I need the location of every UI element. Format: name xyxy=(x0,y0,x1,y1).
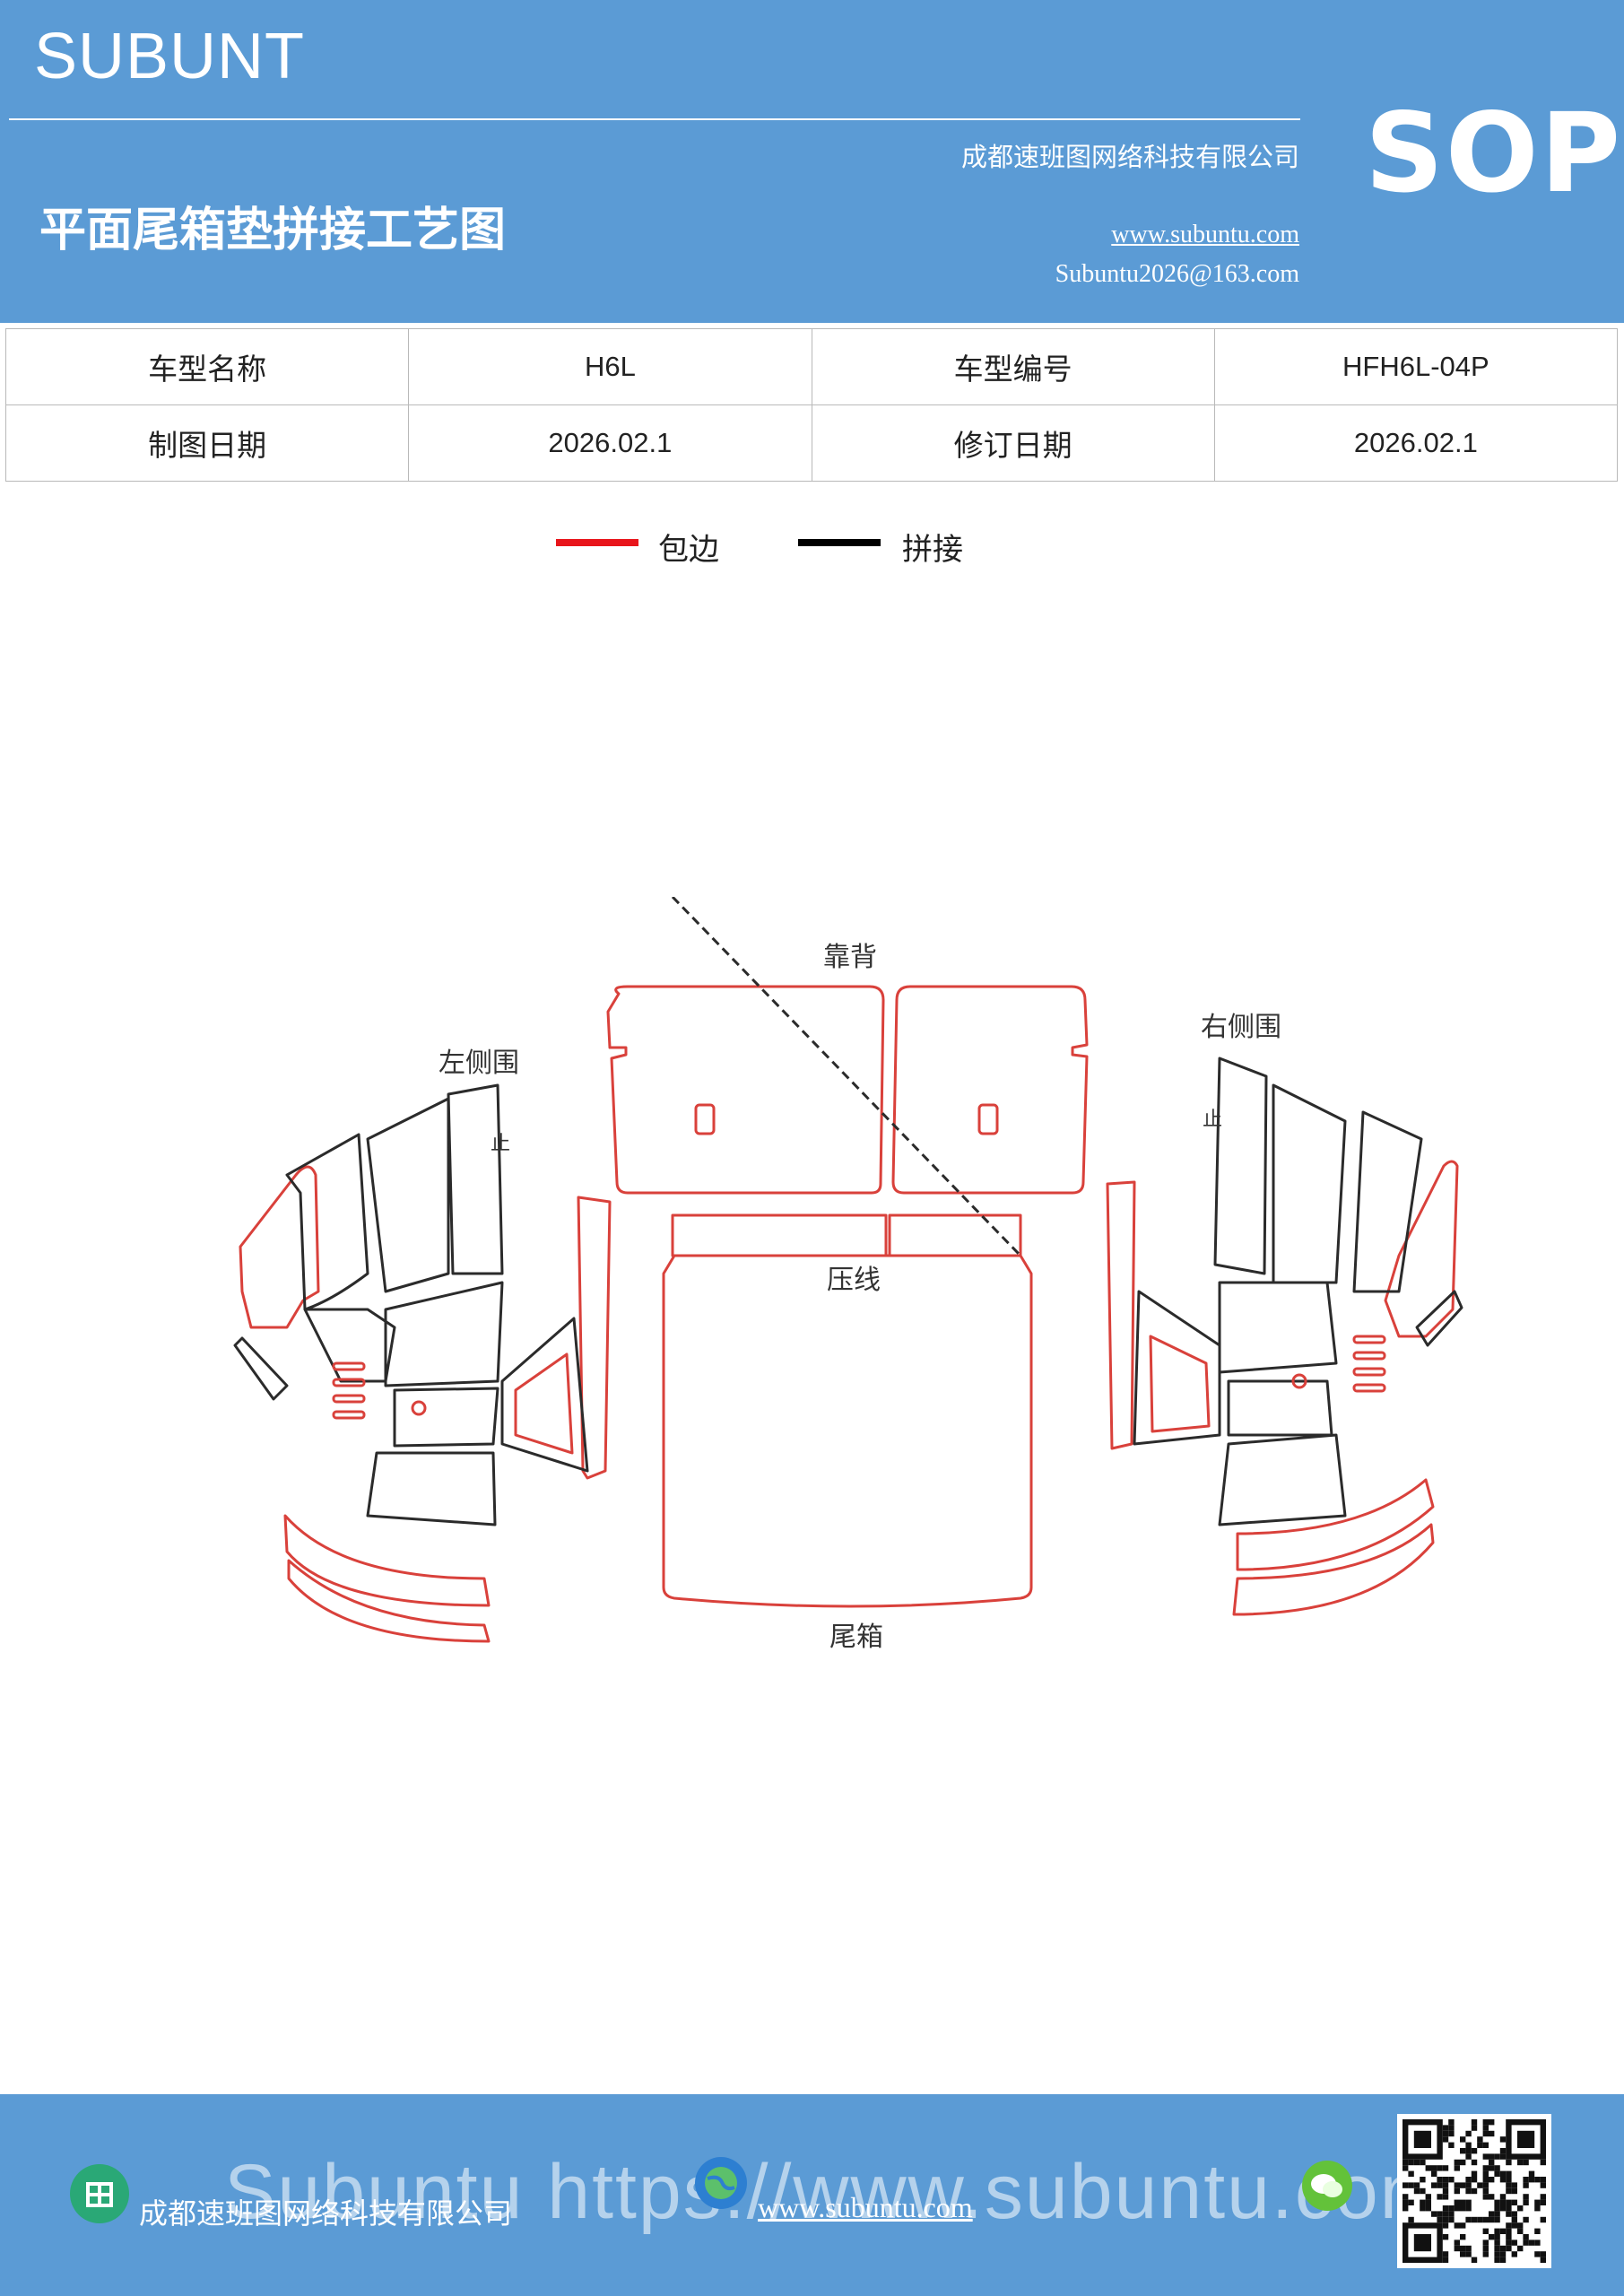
press-line-dashed xyxy=(671,897,1022,1257)
edge-binding-swatch xyxy=(556,539,638,546)
revise-date-value: 2026.02.1 xyxy=(1213,404,1619,482)
left-side-vent-1 xyxy=(332,1361,366,1371)
left-side-bottom-arc-2 xyxy=(287,1559,491,1643)
left-side-panel-b xyxy=(447,1083,504,1275)
right-side-vent-4 xyxy=(1352,1383,1386,1393)
trunk-mat-diagram: 靠背 左侧围 右侧围 压线 尾箱 止 止 xyxy=(233,897,1463,1653)
legend: 包边 拼接 xyxy=(0,525,1624,570)
footer-website-link[interactable]: www.subuntu.com xyxy=(758,2191,973,2223)
label-trunk: 尾箱 xyxy=(829,1622,883,1653)
left-side-panel-c xyxy=(384,1281,504,1387)
right-side-bottom-arc-2 xyxy=(1232,1523,1435,1616)
right-side-vent-2 xyxy=(1352,1351,1386,1361)
right-side-panel-e xyxy=(1218,1433,1347,1526)
edge-binding-label: 包边 xyxy=(658,532,719,568)
draw-date-value: 2026.02.1 xyxy=(408,404,812,482)
right-side-strip-outer xyxy=(1384,1160,1459,1338)
backrest-left-slot xyxy=(694,1103,716,1135)
model-name-value: H6L xyxy=(408,328,812,405)
right-side-vent-3 xyxy=(1352,1367,1386,1377)
label-left-side: 左侧围 xyxy=(439,1048,519,1079)
left-side-bottom-arc-1 xyxy=(283,1514,491,1607)
right-side-vent-1 xyxy=(1352,1335,1386,1344)
left-side-panel-a xyxy=(366,1097,450,1293)
brand-logo-text: SUBUNT xyxy=(34,21,306,92)
model-code-label: 车型编号 xyxy=(811,328,1215,405)
left-side-vent-3 xyxy=(332,1394,366,1404)
left-side-triangle-inner xyxy=(514,1352,574,1455)
left-side-strip-outer xyxy=(239,1165,320,1329)
contact-email[interactable]: Subuntu2026@163.com xyxy=(1055,260,1299,288)
company-name: 成都速班图网络科技有限公司 xyxy=(960,142,1299,172)
trunk-floor-panel xyxy=(662,1254,1033,1608)
right-side-panel-b xyxy=(1213,1057,1268,1275)
draw-date-label: 制图日期 xyxy=(4,404,410,482)
right-side-long-strip xyxy=(1106,1180,1136,1450)
wechat-icon[interactable] xyxy=(1302,2161,1352,2211)
label-backrest: 靠背 xyxy=(823,942,877,973)
left-side-upper-block xyxy=(285,1133,369,1311)
seam-label: 拼接 xyxy=(902,532,963,568)
backrest-right-panel xyxy=(891,985,1089,1195)
sop-badge: SOP xyxy=(1365,90,1622,217)
left-side-lower-arc xyxy=(303,1308,396,1383)
right-side-triangle-inner xyxy=(1149,1335,1211,1433)
footer-watermark: Subuntu https://www.subuntu.com xyxy=(224,2149,1446,2235)
right-side-panel-d xyxy=(1227,1379,1333,1437)
right-side-hole xyxy=(1291,1373,1307,1389)
header-divider xyxy=(9,118,1300,120)
table-row: 车型名称 H6L 车型编号 HFH6L-04P xyxy=(4,328,1619,405)
model-code-value: HFH6L-04P xyxy=(1213,328,1619,405)
left-side-hole xyxy=(411,1400,427,1416)
header-banner: SUBUNT SOP 平面尾箱垫拼接工艺图 成都速班图网络科技有限公司 www.… xyxy=(0,0,1624,323)
vehicle-info-table: 车型名称 H6L 车型编号 HFH6L-04P 制图日期 2026.02.1 修… xyxy=(4,328,1619,482)
backrest-left-panel xyxy=(606,985,885,1195)
left-side-triangle-frame xyxy=(500,1317,589,1473)
left-side-vent-4 xyxy=(332,1410,366,1420)
label-right-side: 右侧围 xyxy=(1201,1012,1281,1043)
left-side-panel-d xyxy=(393,1387,499,1448)
qr-code[interactable] xyxy=(1397,2114,1551,2268)
globe-icon xyxy=(695,2157,747,2209)
label-press-line: 压线 xyxy=(827,1265,881,1296)
label-stop-left: 止 xyxy=(491,1133,510,1155)
label-stop-right: 止 xyxy=(1203,1109,1222,1131)
website-link[interactable]: www.subuntu.com xyxy=(1111,221,1299,248)
model-name-label: 车型名称 xyxy=(4,328,410,405)
footer-banner: Subuntu https://www.subuntu.com 成都速班图网络科… xyxy=(0,2094,1624,2296)
table-row: 制图日期 2026.02.1 修订日期 2026.02.1 xyxy=(4,404,1619,482)
building-icon xyxy=(70,2164,129,2223)
right-side-upper-block xyxy=(1352,1110,1423,1293)
left-side-tiny-left xyxy=(233,1336,289,1401)
revise-date-label: 修订日期 xyxy=(811,404,1215,482)
backrest-right-slot xyxy=(977,1103,999,1135)
press-strip-right xyxy=(888,1213,1022,1257)
right-side-panel-c xyxy=(1218,1281,1338,1374)
right-side-panel-a xyxy=(1272,1083,1347,1284)
right-side-triangle-frame xyxy=(1133,1290,1221,1446)
press-strip-left xyxy=(671,1213,888,1257)
right-side-tiny-right xyxy=(1415,1290,1463,1347)
footer-company-name: 成都速班图网络科技有限公司 xyxy=(139,2196,513,2231)
document-title: 平面尾箱垫拼接工艺图 xyxy=(39,204,507,257)
left-side-panel-e xyxy=(366,1451,497,1526)
left-side-vent-2 xyxy=(332,1378,366,1387)
seam-swatch xyxy=(798,539,881,546)
right-side-bottom-arc-1 xyxy=(1236,1478,1435,1571)
